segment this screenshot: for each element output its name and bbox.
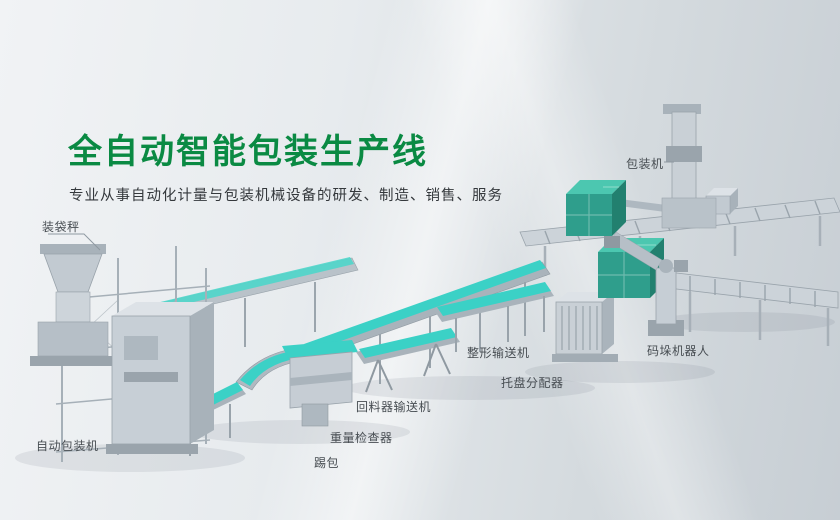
label-packaging-machine: 包装机 (626, 155, 664, 172)
bag-kicker (301, 403, 329, 427)
roller-conveyor-right (667, 271, 839, 346)
label-bag-kicker-text: 踢包 (314, 456, 340, 470)
auto-packaging-machine (106, 302, 214, 454)
label-palletizing-robot: 码垛机器人 (647, 342, 710, 359)
page-subtitle: 专业从事自动化计量与包装机械设备的研发、制造、销售、服务 (69, 188, 503, 204)
label-return-feeder-conveyor: 回料器输送机 (356, 398, 431, 415)
label-pallet-dispenser-text: 托盘分配器 (501, 376, 564, 390)
return-feeder-conveyor (356, 328, 460, 393)
label-auto-packaging-machine-text: 自动包装机 (36, 439, 99, 453)
label-shaping-conveyor: 整形输送机 (467, 344, 530, 361)
label-bagging-scale-text: 装袋秤 (42, 220, 80, 234)
label-return-feeder-conveyor-text: 回料器输送机 (356, 400, 432, 414)
palletizing-robot-machine (604, 231, 688, 336)
label-bagging-scale: 装袋秤 (42, 218, 80, 235)
leader-line-bagging-scale (48, 233, 101, 251)
label-auto-packaging-machine: 自动包装机 (36, 437, 99, 454)
label-pallet-dispenser: 托盘分配器 (501, 374, 564, 391)
weight-checker-machine (282, 340, 358, 409)
leader-lines (48, 161, 674, 251)
pallet-load-upper (566, 180, 626, 236)
page-title: 全自动智能包装生产线 (68, 133, 428, 171)
pallet-dispenser-machine (552, 292, 618, 362)
shaping-conveyor-machine (434, 282, 554, 352)
label-weight-checker: 重量检查器 (330, 429, 393, 446)
label-packaging-machine-text: 包装机 (626, 157, 664, 171)
label-shaping-conveyor-text: 整形输送机 (467, 346, 530, 360)
label-palletizing-robot-text: 码垛机器人 (647, 344, 710, 358)
label-weight-checker-text: 重量检查器 (330, 431, 393, 445)
label-bag-kicker: 踢包 (314, 454, 339, 471)
bagging-scale-machine (30, 244, 114, 366)
